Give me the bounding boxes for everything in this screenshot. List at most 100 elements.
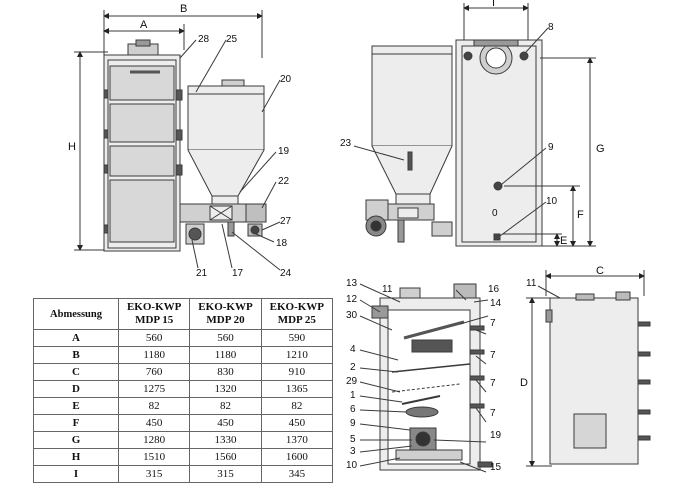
table-cell: 82 <box>260 397 334 415</box>
callout-1: 1 <box>350 390 356 401</box>
dim-f-label: F <box>577 209 584 221</box>
table-cell: 82 <box>117 397 191 415</box>
callout-7c: 7 <box>490 378 496 389</box>
dim-a-label: A <box>140 19 148 31</box>
header-mdp15: EKO-KWP MDP 15 <box>117 298 191 330</box>
table-row: E 82 82 82 <box>33 397 334 415</box>
callout-23: 23 <box>340 138 352 149</box>
callout-4: 4 <box>350 344 356 355</box>
table-cell: 1280 <box>117 431 191 449</box>
callout-14: 14 <box>490 298 502 309</box>
header-mdp25-line1: EKO-KWP <box>269 301 325 313</box>
table-row: I 315 315 345 <box>33 465 334 483</box>
row-dim: B <box>33 346 119 364</box>
callout-19-section: 19 <box>490 430 502 441</box>
callout-10: 10 <box>546 196 558 207</box>
callout-29: 29 <box>346 376 358 387</box>
table-cell: 1510 <box>117 448 191 466</box>
table-cell: 1210 <box>260 346 334 364</box>
table-cell: 760 <box>117 363 191 381</box>
header-mdp20-line2: MDP 20 <box>206 314 245 326</box>
callout-24: 24 <box>280 268 292 279</box>
table-cell: 450 <box>189 414 262 432</box>
callout-7b: 7 <box>490 350 496 361</box>
callout-22: 22 <box>278 176 290 187</box>
callout-11-outline: 11 <box>526 278 537 289</box>
row-dim: I <box>33 465 119 483</box>
callout-2: 2 <box>350 362 356 373</box>
row-dim: F <box>33 414 119 432</box>
table-row: D 1275 1320 1365 <box>33 380 334 398</box>
callout-3: 3 <box>350 446 356 457</box>
table-header-row: Abmessung EKO-KWP MDP 15 EKO-KWP MDP 20 … <box>33 298 334 330</box>
callout-30: 30 <box>346 310 358 321</box>
dim-b-label: B <box>180 3 187 15</box>
table-cell: 315 <box>117 465 191 483</box>
callout-27: 27 <box>280 216 292 227</box>
header-mdp20: EKO-KWP MDP 20 <box>189 298 262 330</box>
callout-16: 16 <box>488 284 500 295</box>
rear-view <box>455 3 596 247</box>
header-abmessung: Abmessung <box>33 298 119 330</box>
table-cell: 450 <box>260 414 334 432</box>
dim-g-label: G <box>596 143 605 155</box>
callout-17: 17 <box>232 268 244 279</box>
dim-e-label: E <box>560 235 567 247</box>
outline-view <box>526 270 651 467</box>
table-cell: 590 <box>260 329 334 347</box>
table-cell: 315 <box>189 465 262 483</box>
table-cell: 82 <box>189 397 262 415</box>
dim-h-label: H <box>68 141 76 153</box>
table-cell: 345 <box>260 465 334 483</box>
table-cell: 910 <box>260 363 334 381</box>
table-cell: 1275 <box>117 380 191 398</box>
header-mdp25-line2: MDP 25 <box>277 314 316 326</box>
table-cell: 1330 <box>189 431 262 449</box>
row-dim: C <box>33 363 119 381</box>
table-cell: 1180 <box>189 346 262 364</box>
callout-28: 28 <box>198 34 210 45</box>
table-cell: 560 <box>189 329 262 347</box>
table-cell: 1180 <box>117 346 191 364</box>
front-view <box>74 10 281 271</box>
table-cell: 450 <box>117 414 191 432</box>
callout-18: 18 <box>276 238 288 249</box>
dimension-table: Abmessung EKO-KWP MDP 15 EKO-KWP MDP 20 … <box>33 298 334 483</box>
row-dim: G <box>33 431 119 449</box>
row-dim: H <box>33 448 119 466</box>
row-dim: E <box>33 397 119 415</box>
header-mdp15-line1: EKO-KWP <box>126 301 182 313</box>
header-mdp20-line1: EKO-KWP <box>198 301 253 313</box>
callout-6: 6 <box>350 404 356 415</box>
callout-9: 9 <box>548 142 554 153</box>
table-cell: 1365 <box>260 380 334 398</box>
row-dim: A <box>33 329 119 347</box>
side-view <box>353 45 453 243</box>
rear-inner-mark: 0 <box>492 208 498 219</box>
callout-12: 12 <box>346 294 358 305</box>
table-row: C 760 830 910 <box>33 363 334 381</box>
section-view <box>359 283 493 473</box>
table-cell: 1370 <box>260 431 334 449</box>
dim-i-label: I <box>492 0 495 9</box>
callout-8: 8 <box>548 22 554 33</box>
callout-10-section: 10 <box>346 460 358 471</box>
callout-9-section: 9 <box>350 418 356 429</box>
table-cell: 830 <box>189 363 262 381</box>
callout-13: 13 <box>346 278 358 289</box>
table-row: B 1180 1180 1210 <box>33 346 334 364</box>
callout-20: 20 <box>280 74 292 85</box>
dim-c-label: C <box>596 265 604 277</box>
header-mdp25: EKO-KWP MDP 25 <box>260 298 334 330</box>
callout-15: 15 <box>490 462 502 473</box>
table-row: H 1510 1560 1600 <box>33 448 334 466</box>
callout-7d: 7 <box>490 408 496 419</box>
callout-19: 19 <box>278 146 290 157</box>
callout-7a: 7 <box>490 318 496 329</box>
table-cell: 560 <box>117 329 191 347</box>
callout-11-section: 11 <box>382 284 393 295</box>
table-row: G 1280 1330 1370 <box>33 431 334 449</box>
callout-5: 5 <box>350 434 356 445</box>
row-dim: D <box>33 380 119 398</box>
